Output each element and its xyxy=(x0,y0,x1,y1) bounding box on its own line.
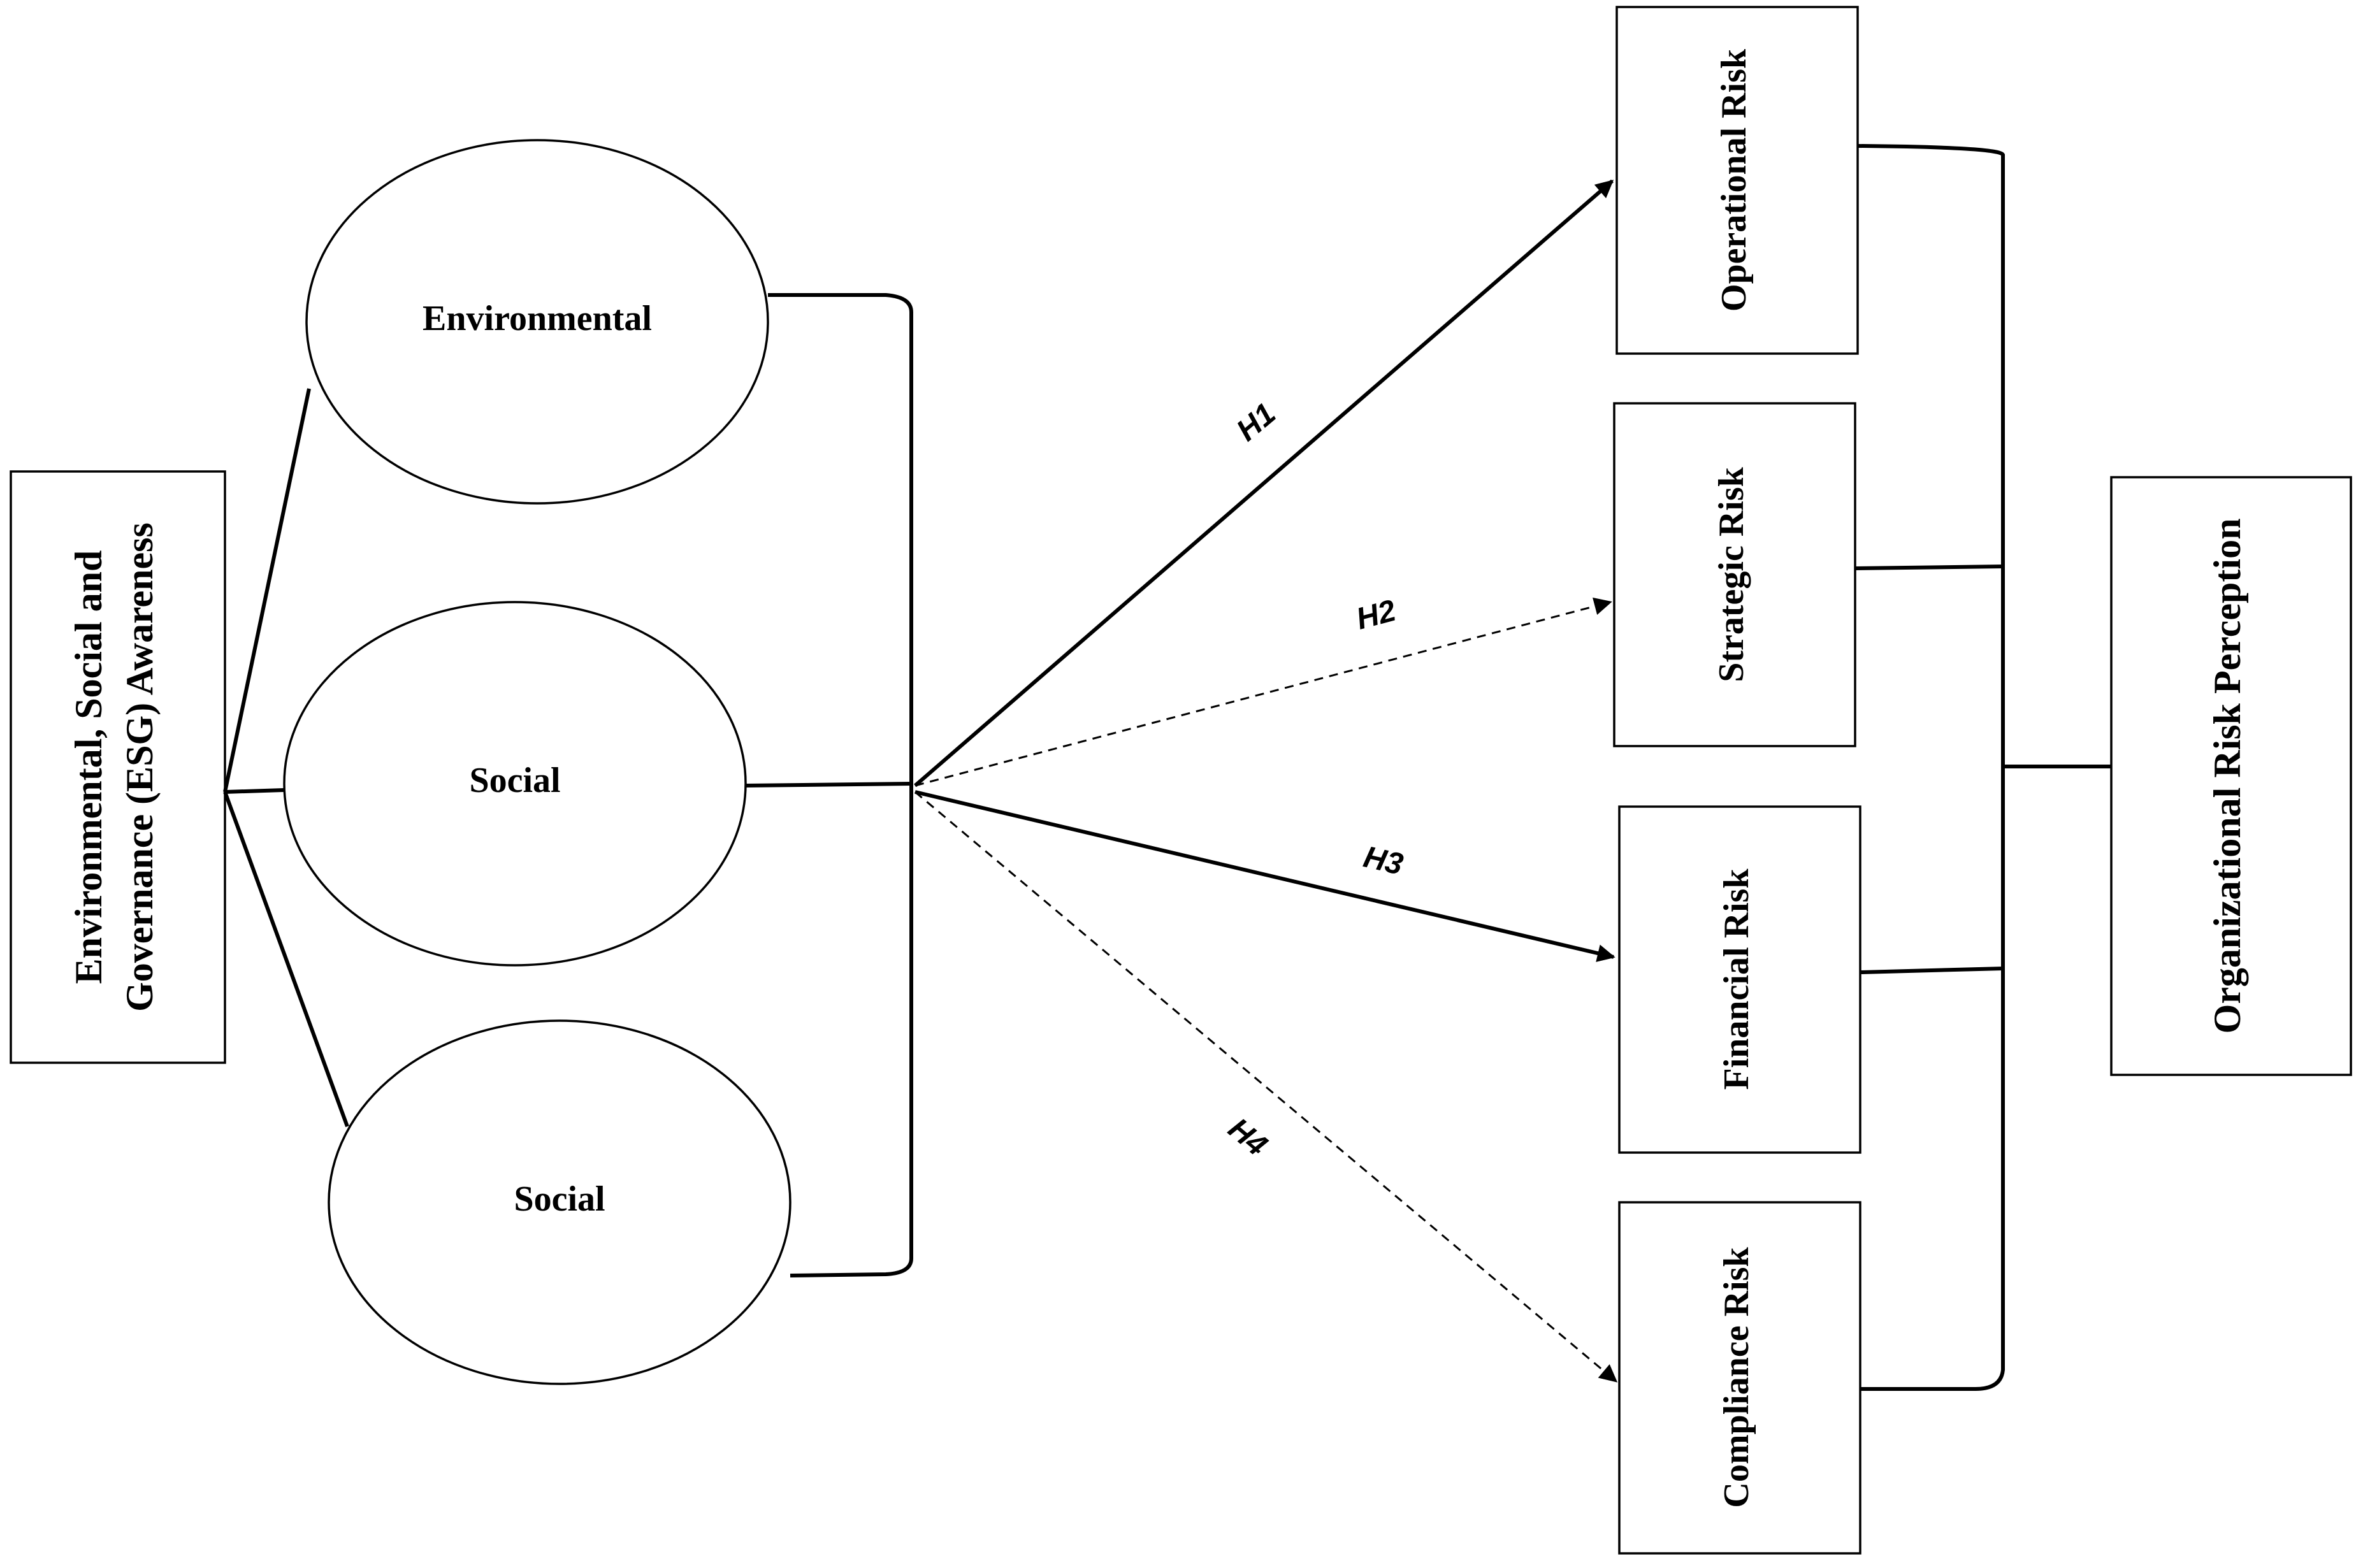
h4-arrow xyxy=(914,791,1618,1383)
h3-arrow xyxy=(914,790,1615,962)
construct-to-dimension-links xyxy=(223,388,349,1128)
h2-label: H2 xyxy=(1353,594,1399,637)
h1-arrow xyxy=(914,179,1614,788)
dimension-governance: Social xyxy=(328,1019,791,1385)
esg-awareness-label-line1: Environmental, Social and xyxy=(68,550,110,984)
risk-compliance: Compliance Risk xyxy=(1618,1201,1861,1555)
dimension-environmental-label: Environmental xyxy=(423,299,652,338)
h2-arrow xyxy=(914,597,1612,787)
esg-awareness-label-line2: Governance (ESG) Awareness xyxy=(119,522,161,1012)
dimension-social: Social xyxy=(283,601,747,967)
risk-operational: Operational Risk xyxy=(1615,6,1859,355)
risk-financial: Financial Risk xyxy=(1618,805,1861,1154)
h4-label: H4 xyxy=(1222,1112,1273,1163)
hypothesis-arrows xyxy=(914,179,1618,1383)
h1-label: H1 xyxy=(1231,397,1282,448)
outcome-label: Organizational Risk Perception xyxy=(2206,519,2248,1034)
outcome-organizational-risk-perception: Organizational Risk Perception xyxy=(2110,476,2352,1076)
risk-strategic-label: Strategic Risk xyxy=(1712,466,1751,682)
dimension-bracket xyxy=(745,293,913,1277)
h3-label: H3 xyxy=(1361,840,1406,882)
risk-bracket xyxy=(1854,144,2111,1391)
hypothesis-labels: H1 H2 H3 H4 xyxy=(1222,397,1406,1163)
risk-strategic: Strategic Risk xyxy=(1613,402,1856,747)
risk-operational-label: Operational Risk xyxy=(1714,48,1754,312)
dimension-governance-label: Social xyxy=(514,1179,605,1219)
dimension-environmental: Environmental xyxy=(305,139,769,505)
dimension-social-label: Social xyxy=(469,761,560,800)
risk-financial-label: Financial Risk xyxy=(1717,868,1756,1090)
risk-compliance-label: Compliance Risk xyxy=(1717,1247,1756,1508)
esg-awareness-construct: Environmental, Social and Governance (ES… xyxy=(10,470,226,1064)
